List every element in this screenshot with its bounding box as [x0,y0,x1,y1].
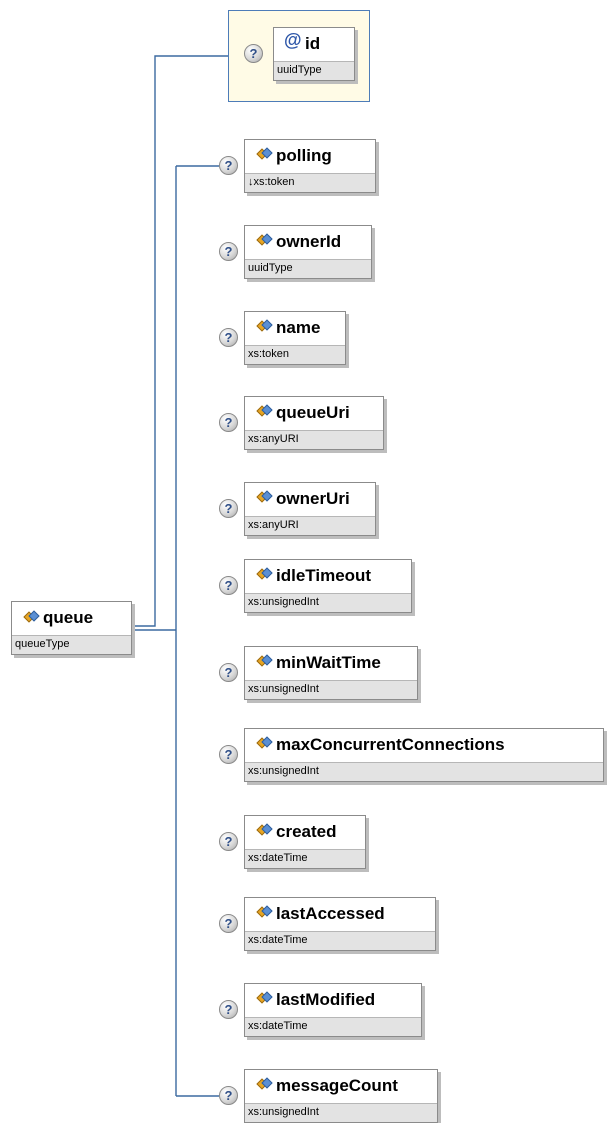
element-name: messageCount [276,1076,398,1095]
element-name: queueUri [276,403,350,422]
element-type: xs:token [248,348,289,360]
attribute-name: id [305,34,321,53]
element-name: idleTimeout [276,566,372,585]
element-icon [258,906,269,917]
help-icon[interactable]: ? [219,242,238,261]
element-node-messageCount[interactable]: messageCount xs:unsignedInt [244,1069,438,1123]
element-name: minWaitTime [276,653,381,672]
help-icon[interactable]: ? [244,44,263,63]
help-icon[interactable]: ? [219,832,238,851]
help-icon[interactable]: ? [219,156,238,175]
root-element-type: queueType [15,638,70,650]
help-icon[interactable]: ? [219,413,238,432]
help-icon[interactable]: ? [219,745,238,764]
element-node-lastModified[interactable]: lastModified xs:dateTime [244,983,422,1037]
element-node-name[interactable]: name xs:token [244,311,346,365]
element-icon [258,405,269,416]
element-icon [258,491,269,502]
element-icon [258,1078,269,1089]
element-type: xs:unsignedInt [248,596,319,608]
element-name: lastAccessed [276,904,385,923]
attribute-icon: @ [284,30,302,50]
help-icon[interactable]: ? [219,1086,238,1105]
element-type: xs:unsignedInt [248,683,319,695]
root-element-node[interactable]: queue queueType [11,601,132,655]
element-node-lastAccessed[interactable]: lastAccessed xs:dateTime [244,897,436,951]
element-node-ownerId[interactable]: ownerId uuidType [244,225,372,279]
element-icon [258,992,269,1003]
element-icon [258,568,269,579]
root-element-name: queue [43,608,94,627]
help-icon[interactable]: ? [219,328,238,347]
element-name: ownerUri [276,489,350,508]
element-type: xs:dateTime [248,852,308,864]
element-node-queueUri[interactable]: queueUri xs:anyURI [244,396,384,450]
element-name: maxConcurrentConnections [276,735,505,754]
help-icon[interactable]: ? [219,576,238,595]
element-icon [258,824,269,835]
element-type: xs:anyURI [248,519,299,531]
element-name: ownerId [276,232,342,251]
attribute-node-id[interactable]: @ id uuidType [273,27,355,81]
help-icon[interactable]: ? [219,1000,238,1019]
element-type: xs:unsignedInt [248,765,319,777]
attribute-group: ? @ id uuidType [228,10,370,102]
element-icon [258,737,269,748]
element-icon [258,148,269,159]
attribute-type: uuidType [277,64,322,76]
element-node-maxConcurrentConnections[interactable]: maxConcurrentConnections xs:unsignedInt [244,728,604,782]
element-type: xs:anyURI [248,433,299,445]
element-icon [258,320,269,331]
element-type: xs:unsignedInt [248,1106,319,1118]
element-node-idleTimeout[interactable]: idleTimeout xs:unsignedInt [244,559,412,613]
element-type: xs:dateTime [248,1020,308,1032]
element-icon [258,234,269,245]
element-name: lastModified [276,990,376,1009]
element-node-polling[interactable]: polling ↓xs:token [244,139,376,193]
element-name: polling [276,146,332,165]
element-icon [25,611,36,622]
element-type: xs:dateTime [248,934,308,946]
element-type: ↓xs:token [248,176,295,188]
element-name: name [276,318,321,337]
help-icon[interactable]: ? [219,914,238,933]
help-icon[interactable]: ? [219,499,238,518]
element-node-created[interactable]: created xs:dateTime [244,815,366,869]
element-node-minWaitTime[interactable]: minWaitTime xs:unsignedInt [244,646,418,700]
help-icon[interactable]: ? [219,663,238,682]
element-type: uuidType [248,262,293,274]
element-icon [258,655,269,666]
element-name: created [276,822,337,841]
connector-to-attributes [132,55,228,627]
element-node-ownerUri[interactable]: ownerUri xs:anyURI [244,482,376,536]
